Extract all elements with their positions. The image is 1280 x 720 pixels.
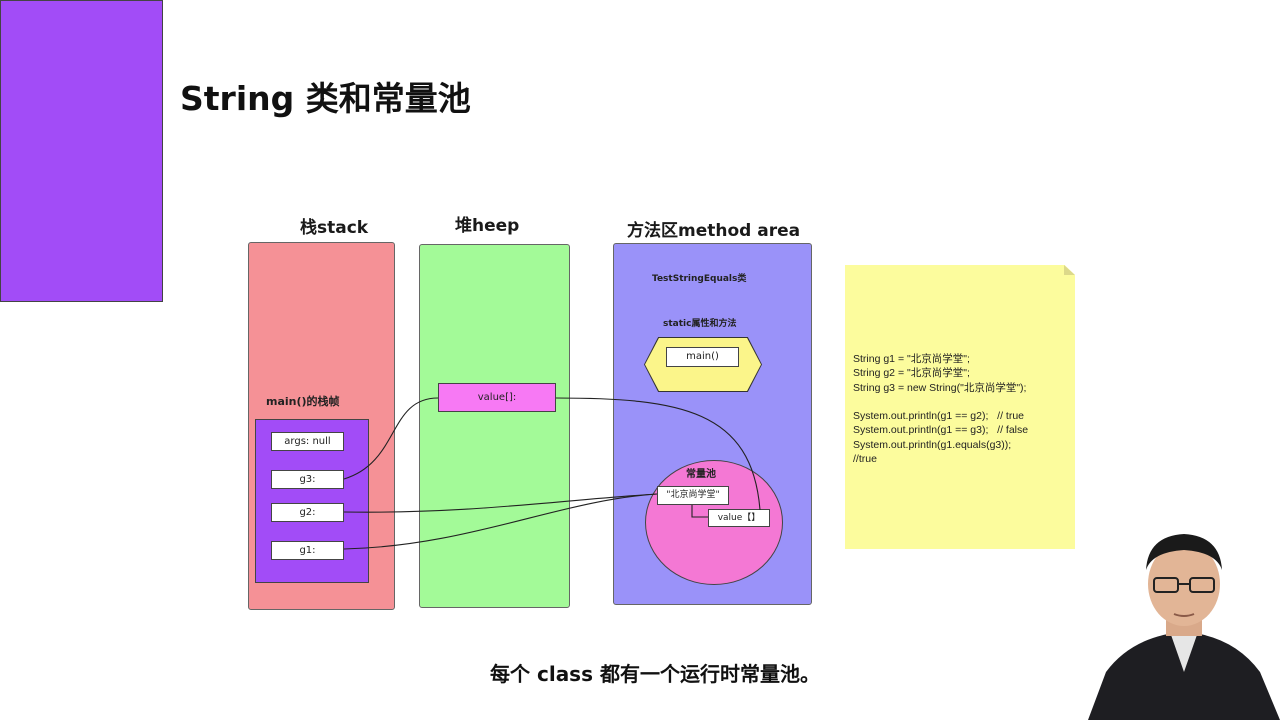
var-g2: g2: [271, 503, 344, 522]
class-label: TestStringEquals类 [652, 274, 747, 284]
var-args: args: null [271, 432, 344, 451]
var-g1: g1: [271, 541, 344, 560]
class-region [0, 0, 163, 302]
presenter-video [1088, 534, 1280, 720]
pool-value-array: value【】 [708, 509, 770, 527]
stack-column-label: 栈stack [300, 218, 369, 238]
heap-string-object: value[]: [438, 383, 556, 412]
subtitle-caption: 每个 class 都有一个运行时常量池。 [490, 662, 820, 686]
heap-region [419, 244, 570, 608]
heap-column-label: 堆heep [455, 216, 520, 236]
slide-title: String 类和常量池 [180, 79, 471, 118]
code-note [845, 265, 1075, 549]
code-snippet: String g1 = "北京尚学堂"; String g2 = "北京尚学堂"… [853, 353, 1029, 466]
var-g3: g3: [271, 470, 344, 489]
main-frame-label: main()的栈帧 [266, 395, 340, 408]
static-label: static属性和方法 [663, 319, 737, 329]
pool-string-literal: "北京尚学堂" [657, 486, 729, 505]
method-area-column-label: 方法区method area [627, 221, 801, 241]
main-method-box: main() [666, 347, 739, 367]
note-fold-corner [1064, 265, 1075, 275]
constant-pool-label: 常量池 [686, 469, 716, 480]
